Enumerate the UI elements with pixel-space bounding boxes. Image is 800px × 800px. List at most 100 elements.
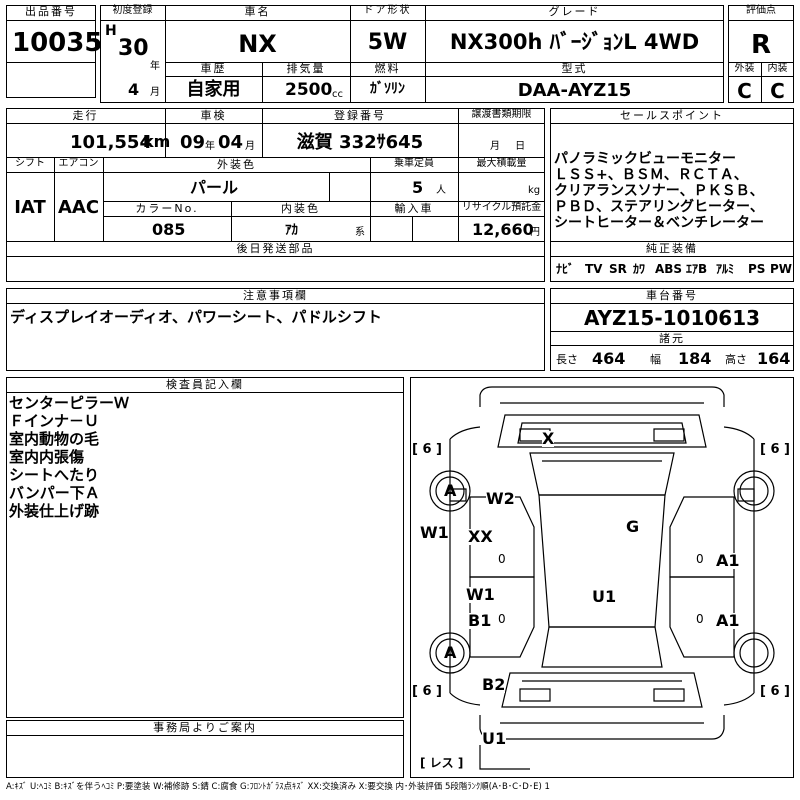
plate-label: 登録番号	[334, 109, 386, 122]
length-label: 長さ	[556, 353, 578, 366]
capacity: 5	[412, 178, 424, 197]
era: H	[105, 23, 117, 39]
lot-box	[6, 5, 96, 98]
int-grade: C	[770, 79, 785, 103]
door-label: ドア形状	[363, 5, 412, 16]
mileage-unit: km	[143, 132, 171, 151]
score-label: 評価点	[746, 5, 776, 16]
color-no: 085	[152, 220, 186, 239]
import-label: 輸入車	[394, 202, 434, 215]
ac-label: エアコン	[58, 158, 99, 169]
tire-rr-value: 6	[770, 684, 780, 699]
int-color-label: 内装色	[281, 202, 320, 215]
inspector-line: 室内内張傷	[9, 448, 85, 466]
tire-rl-value: 6	[422, 684, 432, 699]
spare-label: レス	[429, 756, 454, 770]
lot-label: 出品番号	[25, 5, 77, 18]
ext-grade: C	[737, 79, 752, 103]
car-name-label: 車名	[244, 5, 271, 18]
main-header-box	[100, 5, 724, 103]
mark-xx: XX	[468, 527, 493, 546]
inspector-label: 検査員記入欄	[166, 378, 244, 391]
mark-a1-front: A1	[716, 551, 740, 570]
inspector-line: バンパー下Ａ	[9, 484, 100, 502]
pillar-mark-left-rear: 0	[498, 612, 506, 626]
inspector-line: 室内動物の毛	[9, 430, 100, 448]
car-diagram: [ 6 ] [ 6 ] [ 6 ] [ 6 ] X A W2 W1 XX G A…	[410, 377, 794, 777]
width-label: 幅	[650, 353, 661, 366]
notes-box	[6, 288, 545, 371]
equipment-item: SR	[609, 262, 627, 276]
inspector-line: 外装仕上げ跡	[9, 502, 100, 520]
mark-w1-left: W1	[420, 523, 449, 542]
mark-b1: B1	[468, 611, 492, 630]
recycle-label: リサイクル預託金	[461, 202, 542, 213]
inspector-line: Ｆインナ－Ｕ	[9, 412, 100, 430]
mark-g: G	[626, 517, 640, 536]
inspection-label: 車検	[200, 109, 227, 122]
inspector-line: センターピラーＷ	[9, 394, 130, 412]
inspection-month-unit: 月	[245, 141, 255, 152]
mileage: 101,554	[70, 132, 152, 153]
history: 自家用	[186, 79, 241, 100]
tire-rr-bracket: [ 6 ]	[760, 684, 790, 699]
sales-line: クリアランスソナー、ＰＫＳＢ、	[554, 183, 764, 199]
mark-u1-bottom: U1	[482, 729, 507, 748]
displacement: 2500	[285, 80, 333, 100]
displacement-unit: cc	[332, 89, 343, 100]
tire-rl-bracket: [ 6 ]	[412, 684, 442, 699]
plate-number: 滋賀 332ｻ645	[296, 132, 424, 153]
equipment-item: ｱﾙﾐ	[716, 262, 735, 276]
legend-text: A:ｷｽﾞ U:ﾍｺﾐ B:ｷｽﾞを伴うﾍｺﾐ P:要塗装 W:補修跡 S:錆 …	[6, 782, 550, 792]
chassis-label: 車台番号	[646, 289, 698, 302]
equipment-item: ｴｱB	[686, 262, 708, 276]
year-unit: 年	[150, 61, 160, 72]
tire-fr-value: 6	[770, 442, 780, 457]
pillar-mark-right: 0	[696, 552, 704, 566]
capacity-label: 乗車定員	[394, 158, 434, 169]
history-label: 車歴	[200, 62, 227, 75]
height: 164	[757, 349, 791, 368]
inspection-year: 09	[180, 132, 206, 153]
equipment-item: PW	[770, 262, 793, 276]
pillar-mark-left: 0	[498, 552, 506, 566]
ext-color: パール	[190, 178, 239, 197]
mark-front-wheel-left: A	[444, 481, 457, 500]
sales-line: パノラミックビューモニター	[554, 151, 736, 167]
mark-w2: W2	[486, 489, 515, 508]
int-color: ｱｶ	[285, 223, 298, 238]
lot-number: 10035	[12, 28, 103, 58]
inspection-month: 04	[218, 132, 244, 153]
recycle-unit: 円	[530, 227, 540, 238]
model-code: DAA-AYZ15	[517, 80, 632, 101]
equipment-item: TV	[585, 262, 603, 276]
shift: IAT	[14, 197, 46, 218]
sales-line: ＬＳＳ+、ＢＳＭ、ＲＣＴＡ、	[554, 167, 748, 183]
office-label: 事務局よりご案内	[153, 721, 257, 734]
fuel: ｶﾞｿﾘﾝ	[370, 81, 405, 97]
reg-year: 30	[118, 36, 149, 61]
mark-u1-center: U1	[592, 587, 617, 606]
model-label: 型式	[561, 62, 588, 75]
sales-box	[550, 108, 794, 282]
chassis-box	[550, 288, 794, 371]
equipment-label: 純正装備	[646, 242, 698, 255]
equipment-item: ｶﾜ	[633, 262, 646, 276]
mark-a1-rear: A1	[716, 611, 740, 630]
tire-fl-bracket: [ 6 ]	[412, 442, 442, 457]
grade-label: グレード	[548, 5, 601, 18]
tire-fl-value: 6	[422, 442, 432, 457]
equipment-item: ﾅﾋﾞ	[556, 262, 575, 276]
spec-label: 諸元	[659, 332, 685, 345]
sales-line: シートヒーター＆ベンチレーター	[554, 215, 764, 231]
displacement-label: 排気量	[286, 62, 326, 75]
info-grid	[6, 108, 545, 282]
door-type: 5W	[367, 30, 408, 55]
transfer-label: 譲渡書類期限	[471, 109, 532, 120]
reg-month: 4	[128, 80, 140, 99]
shift-label: シフト	[15, 158, 45, 169]
color-no-label: カラーNo.	[135, 202, 199, 215]
score: R	[750, 30, 772, 60]
sales-line: ＰＢＤ、ステアリングヒーター、	[554, 199, 764, 215]
transfer-unit: 月 日	[490, 141, 526, 152]
